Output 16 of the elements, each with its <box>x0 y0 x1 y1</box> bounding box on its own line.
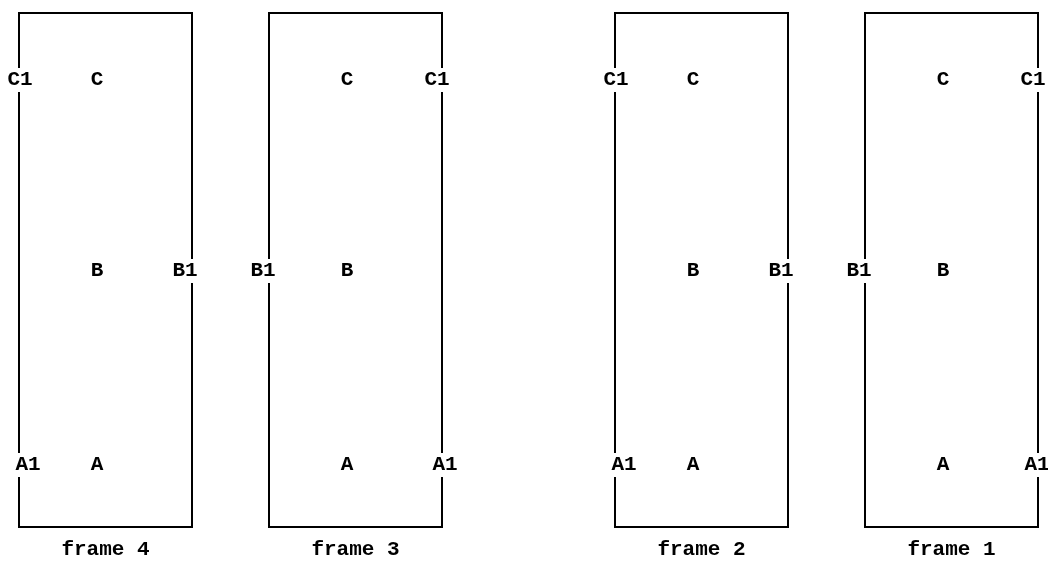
point-label: A1 <box>1023 453 1048 477</box>
frame-caption: frame 2 <box>657 538 746 561</box>
point-label: A1 <box>610 453 638 477</box>
point-label: C1 <box>602 68 630 92</box>
point-label: B1 <box>767 259 795 283</box>
point-label: C1 <box>423 68 451 92</box>
point-label: A1 <box>14 453 42 477</box>
point-label: A1 <box>431 453 459 477</box>
point-label: C1 <box>1019 68 1047 92</box>
point-label: B1 <box>171 259 199 283</box>
point-label: C1 <box>6 68 34 92</box>
frame-caption: frame 3 <box>311 538 400 561</box>
frame-caption: frame 4 <box>61 538 150 561</box>
frame-caption: frame 1 <box>907 538 996 561</box>
point-label: B1 <box>845 259 873 283</box>
point-label: B1 <box>249 259 277 283</box>
